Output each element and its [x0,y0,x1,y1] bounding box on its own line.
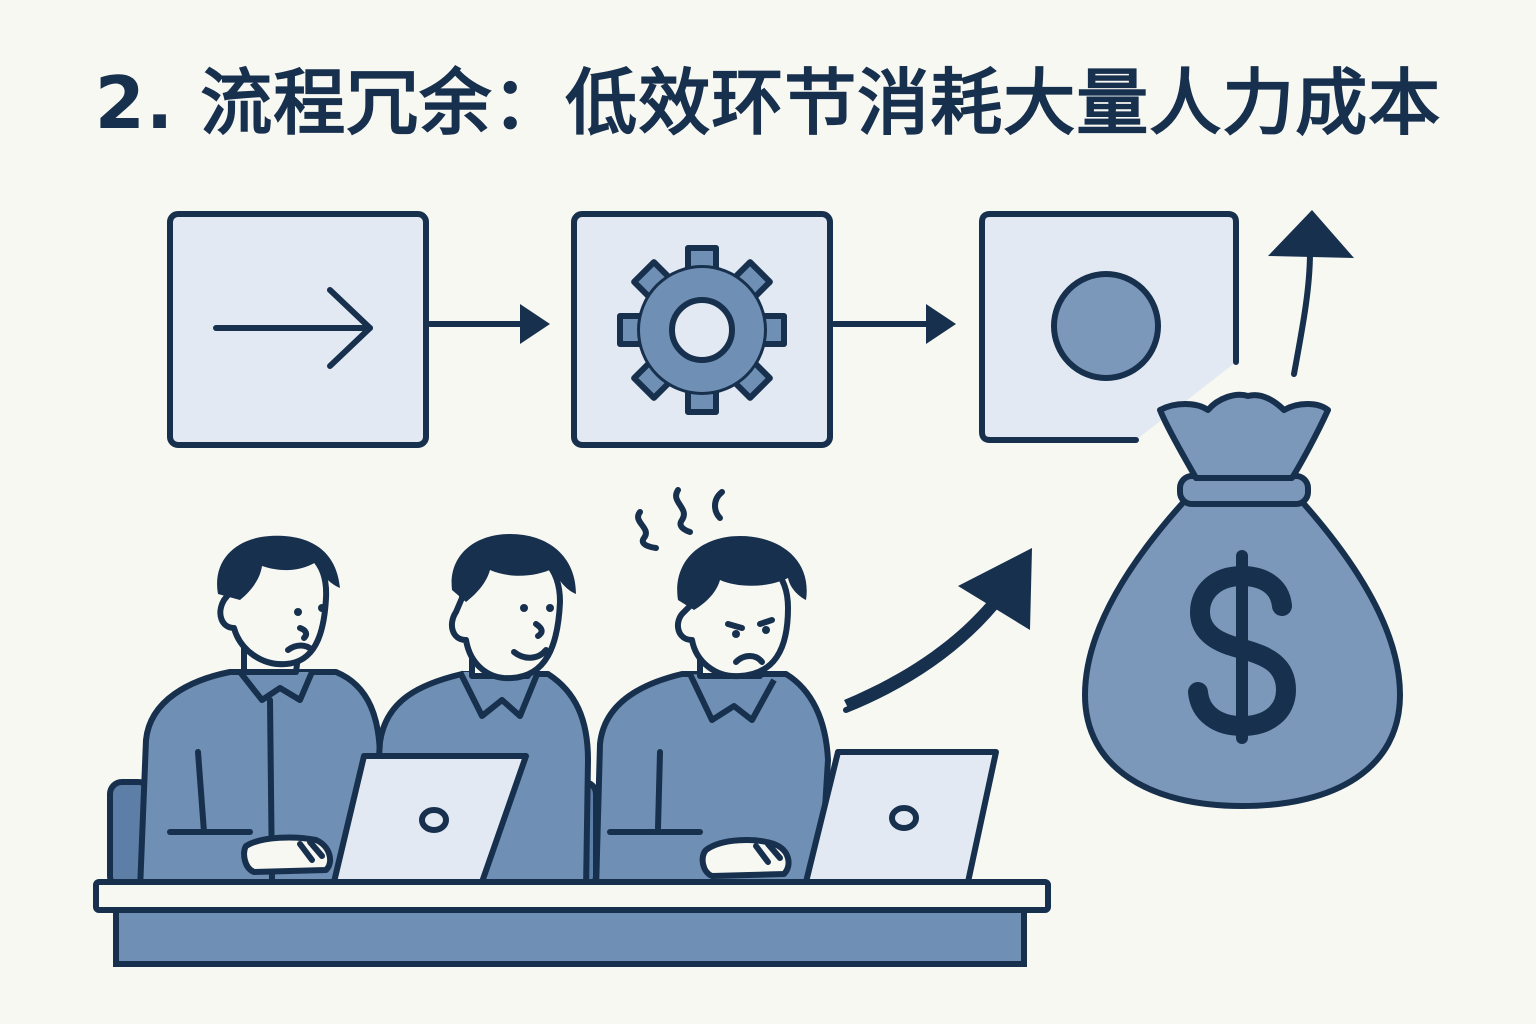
trend-arrow-icon [843,548,1032,713]
worker-3 [593,536,831,893]
gear-icon [617,245,787,415]
page-title: 2. 流程冗余：低效环节消耗大量人力成本 [94,61,1442,145]
circle-icon [1051,271,1161,381]
process-step-input [167,211,429,448]
worker-1 [137,535,383,893]
dollar-sign-icon [1188,550,1297,744]
right-arrow-icon [213,287,373,369]
laptop-right [803,749,999,885]
flow-arrow-2 [831,304,956,344]
up-arrow-icon [1268,210,1354,377]
desk [93,879,1051,967]
flow-arrow-1 [427,304,550,344]
process-step-output [979,211,1239,443]
money-bag-icon [1082,391,1403,809]
stress-marks-icon [635,487,725,551]
process-step-processing [571,211,833,448]
